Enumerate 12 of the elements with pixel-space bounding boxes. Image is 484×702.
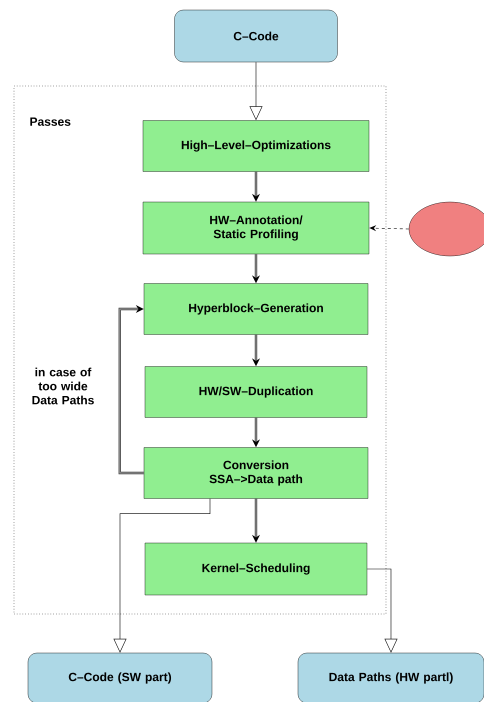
ellipse-node [408, 202, 484, 256]
terminal-box: C–Code (SW part) [28, 652, 212, 702]
edge-label: in case of too wide Data Paths [17, 366, 109, 406]
process-box: Conversion SSA–>Data path [144, 447, 368, 499]
arrow [118, 304, 144, 474]
process-box: Hyperblock–Generation [144, 283, 368, 335]
process-box: High–Level–Optimizations [142, 120, 370, 172]
terminal-box: C–Code [174, 10, 338, 62]
process-box: Kernel–Scheduling [144, 542, 368, 596]
process-box: HW–Annotation/ Static Profiling [142, 202, 370, 254]
terminal-box: Data Paths (HW partl) [298, 652, 484, 702]
process-box: HW/SW–Duplication [144, 366, 368, 418]
